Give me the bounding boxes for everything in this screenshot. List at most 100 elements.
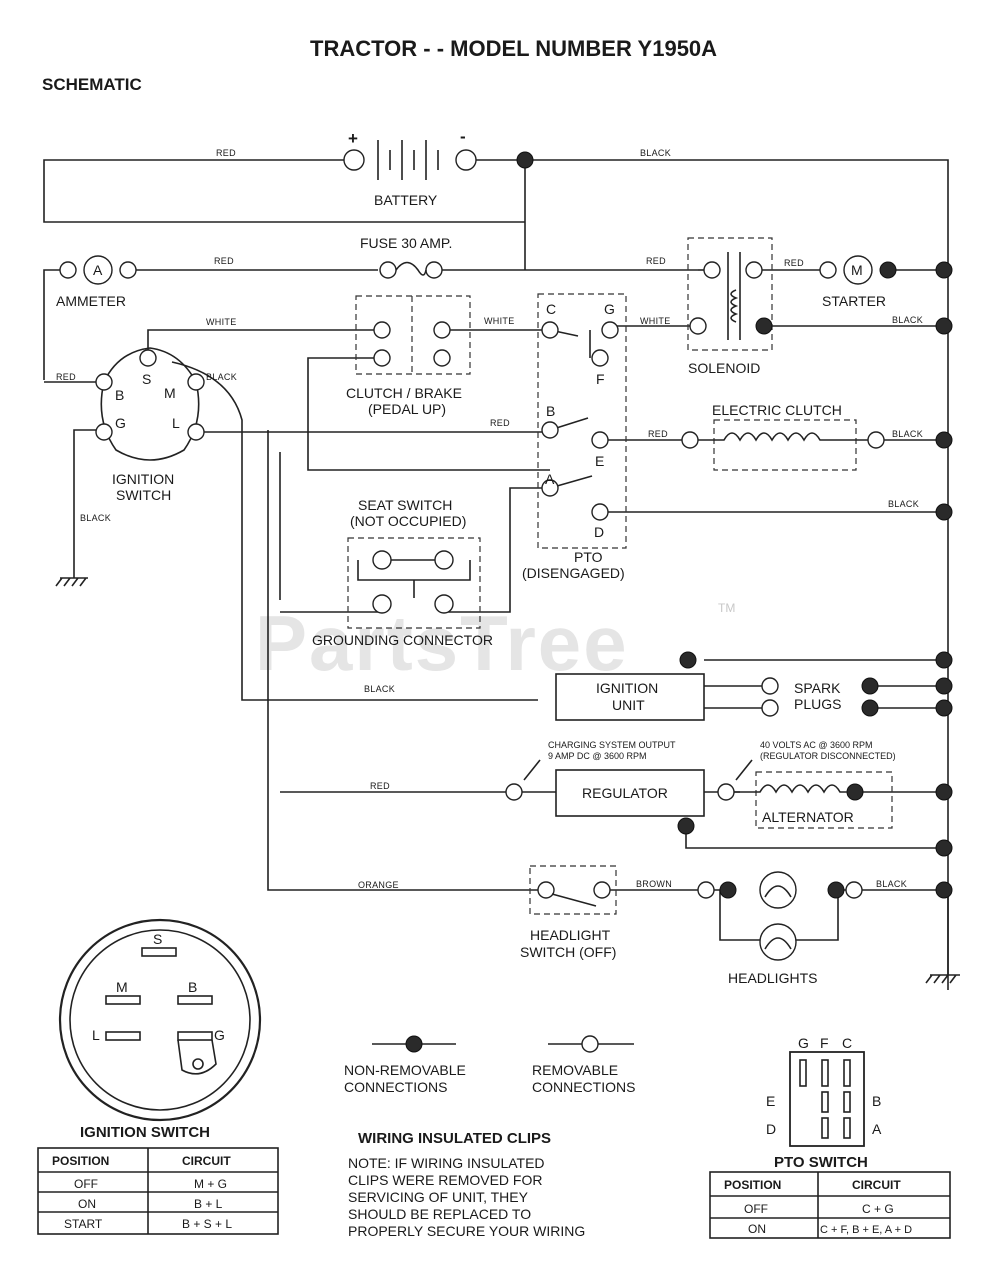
ignition-unit: IGNITION UNIT SPARK PLUGS	[555, 673, 841, 721]
ign-table-row-2-circ: B + S + L	[182, 1217, 232, 1231]
ign-table-row-1-pos: ON	[78, 1197, 96, 1211]
ignition-switch-label-2: SWITCH	[116, 487, 171, 503]
pto-table-header-circuit: CIRCUIT	[852, 1178, 901, 1192]
ignition-switch: S B M G L IGNITION SWITCH	[95, 347, 205, 503]
electric-clutch: ELECTRIC CLUTCH	[681, 402, 885, 471]
pto-table-row-0-circ: C + G	[862, 1202, 894, 1216]
battery-positive-label: +	[348, 129, 358, 148]
wire-label-black-d: BLACK	[888, 499, 919, 509]
pto-switch: C G F B E A D PTO (DISENGAGED)	[522, 293, 627, 581]
pto-detail-e: E	[766, 1093, 775, 1109]
headlights-label: HEADLIGHTS	[728, 970, 817, 986]
wire-label-black-solenoid: BLACK	[892, 315, 923, 325]
wire-label-black-ground: BLACK	[80, 513, 111, 523]
pto-label-1: PTO	[574, 549, 603, 565]
regulator: REGULATOR CHARGING SYSTEM OUTPUT 9 AMP D…	[505, 740, 896, 817]
pto-detail-a: A	[872, 1121, 882, 1137]
ignition-unit-label-2: UNIT	[612, 697, 645, 713]
ignition-switch-label-1: IGNITION	[112, 471, 174, 487]
volts-note-1: 40 VOLTS AC @ 3600 RPM	[760, 740, 873, 750]
wire-label-red-ammeter: RED	[214, 256, 234, 266]
clutch-brake-label-2: (PEDAL UP)	[368, 401, 446, 417]
clutch-brake-label-1: CLUTCH / BRAKE	[346, 385, 462, 401]
pto-detail-b: B	[872, 1093, 881, 1109]
trademark: TM	[718, 601, 735, 615]
ign-detail-g: G	[214, 1027, 225, 1043]
ign-s-label: S	[142, 371, 151, 387]
pto-f-label: F	[596, 371, 605, 387]
ign-table-row-0-circ: M + G	[194, 1177, 227, 1191]
ground-bus-connections	[516, 151, 953, 899]
pto-d-label: D	[594, 524, 604, 540]
wire-label-brown: BROWN	[636, 879, 672, 889]
headlight-switch-label-2: SWITCH (OFF)	[520, 944, 616, 960]
wire-label-red-ign: RED	[56, 372, 76, 382]
spark-plugs-label-2: PLUGS	[794, 696, 841, 712]
spark-plugs-label-1: SPARK	[794, 680, 841, 696]
connection-legend: NON-REMOVABLE CONNECTIONS REMOVABLE CONN…	[344, 1035, 635, 1095]
headlights: HEADLIGHTS	[697, 871, 863, 986]
pto-table-header-position: POSITION	[724, 1178, 781, 1192]
seat-switch-label-1: SEAT SWITCH	[358, 497, 452, 513]
ignition-table-title: IGNITION SWITCH	[80, 1124, 210, 1141]
pto-detail-g: G	[798, 1035, 809, 1051]
page-title: TRACTOR - - MODEL NUMBER Y1950A	[310, 36, 717, 61]
electric-clutch-label: ELECTRIC CLUTCH	[712, 402, 842, 418]
legend-non-removable-1: NON-REMOVABLE	[344, 1062, 466, 1078]
headlight-switch-label-1: HEADLIGHT	[530, 927, 611, 943]
pto-label-2: (DISENGAGED)	[522, 565, 625, 581]
ignition-switch-detail: S M B L G	[58, 918, 262, 1122]
pto-switch-table: PTO SWITCH POSITION CIRCUIT OFF C + G ON…	[709, 1154, 951, 1239]
fuse-label: FUSE 30 AMP.	[360, 235, 452, 251]
ign-detail-s: S	[153, 931, 162, 947]
wire-label-red-clutch: RED	[648, 429, 668, 439]
clips-note-line-3: SERVICING OF UNIT, THEY	[348, 1189, 529, 1205]
pto-switch-detail: G F C E B D A	[766, 1035, 882, 1147]
battery-label: BATTERY	[374, 192, 438, 208]
pto-e-label: E	[595, 453, 604, 469]
ign-table-row-2-pos: START	[64, 1217, 103, 1231]
wire-label-red-battery: RED	[216, 148, 236, 158]
wire-label-black-ign: BLACK	[206, 372, 237, 382]
regulator-label: REGULATOR	[582, 785, 668, 801]
ign-table-header-circuit: CIRCUIT	[182, 1154, 231, 1168]
ign-table-header-position: POSITION	[52, 1154, 109, 1168]
seat-switch-label-2: (NOT OCCUPIED)	[350, 513, 466, 529]
pto-b-label: B	[546, 403, 555, 419]
starter-label: STARTER	[822, 293, 886, 309]
ignition-unit-label-1: IGNITION	[596, 680, 658, 696]
pto-table-title: PTO SWITCH	[774, 1154, 868, 1171]
wire-label-black-headlight: BLACK	[876, 879, 907, 889]
clips-note-line-4: SHOULD BE REPLACED TO	[348, 1206, 531, 1222]
alternator: ALTERNATOR	[734, 771, 893, 829]
pto-table-row-0-pos: OFF	[744, 1202, 768, 1216]
solenoid-label: SOLENOID	[688, 360, 760, 376]
ign-b-label: B	[115, 387, 124, 403]
volts-note-2: (REGULATOR DISCONNECTED)	[760, 751, 896, 761]
wire-label-black-battery: BLACK	[640, 148, 671, 158]
pto-table-row-1-pos: ON	[748, 1222, 766, 1236]
wire-label-red-solenoid: RED	[646, 256, 666, 266]
fuse: FUSE 30 AMP.	[360, 235, 452, 279]
wire-label-black-clutch: BLACK	[892, 429, 923, 439]
clips-note: WIRING INSULATED CLIPS NOTE: IF WIRING I…	[348, 1130, 585, 1239]
clips-note-line-1: NOTE: IF WIRING INSULATED	[348, 1155, 545, 1171]
ammeter-label: AMMETER	[56, 293, 126, 309]
wire-labels: RED BLACK RED RED RED BLACK WHITE WHITE …	[56, 148, 923, 890]
wire-label-red-l: RED	[490, 418, 510, 428]
pto-detail-c: C	[842, 1035, 852, 1051]
pto-c-label: C	[546, 301, 556, 317]
starter: M STARTER	[819, 255, 897, 309]
ign-detail-m: M	[116, 979, 128, 995]
charging-note-1: CHARGING SYSTEM OUTPUT	[548, 740, 676, 750]
ign-detail-b: B	[188, 979, 197, 995]
pto-a-label: A	[545, 471, 555, 487]
ign-table-row-1-circ: B + L	[194, 1197, 223, 1211]
ign-m-label: M	[164, 385, 176, 401]
wire-label-orange: ORANGE	[358, 880, 399, 890]
clips-note-title: WIRING INSULATED CLIPS	[358, 1130, 551, 1147]
clutch-brake-switch: CLUTCH / BRAKE (PEDAL UP)	[346, 295, 471, 417]
wire-label-red-regulator: RED	[370, 781, 390, 791]
pto-detail-f: F	[820, 1035, 829, 1051]
